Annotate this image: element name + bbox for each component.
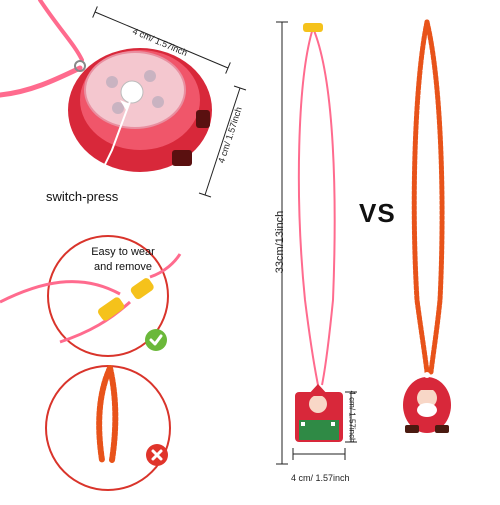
light-closeup-illustration [0,0,247,198]
easy-wear-text: Easy to wear and remove [78,245,168,275]
pendant-height-label: 4 cm/ 1.57inch [347,390,357,443]
pendant-width-label: 4 cm/ 1.57inch [291,473,350,483]
easy-wear-line1: Easy to wear [91,246,155,258]
bad-callout-illustration [45,365,171,491]
cross-icon [146,444,168,466]
vs-label: VS [359,198,396,228]
check-icon [145,329,167,351]
comparison-illustration [276,19,451,465]
light-closeup: 4 cm/ 1.57inch 4 cm/ 1.57inch switch-pre… [0,0,255,210]
easy-wear-line2: and remove [93,261,153,273]
length-label: 33cm/13inch [274,210,286,274]
good-callout-illustration [0,235,182,357]
good-callout: Easy to wear and remove [0,232,200,362]
bad-callout [0,360,200,500]
switch-press-label: switch-press [46,189,119,204]
necklace-comparison: VS 33cm/13inch 4 cm/ 1.57inch 4 cm/ 1.57… [255,0,500,500]
